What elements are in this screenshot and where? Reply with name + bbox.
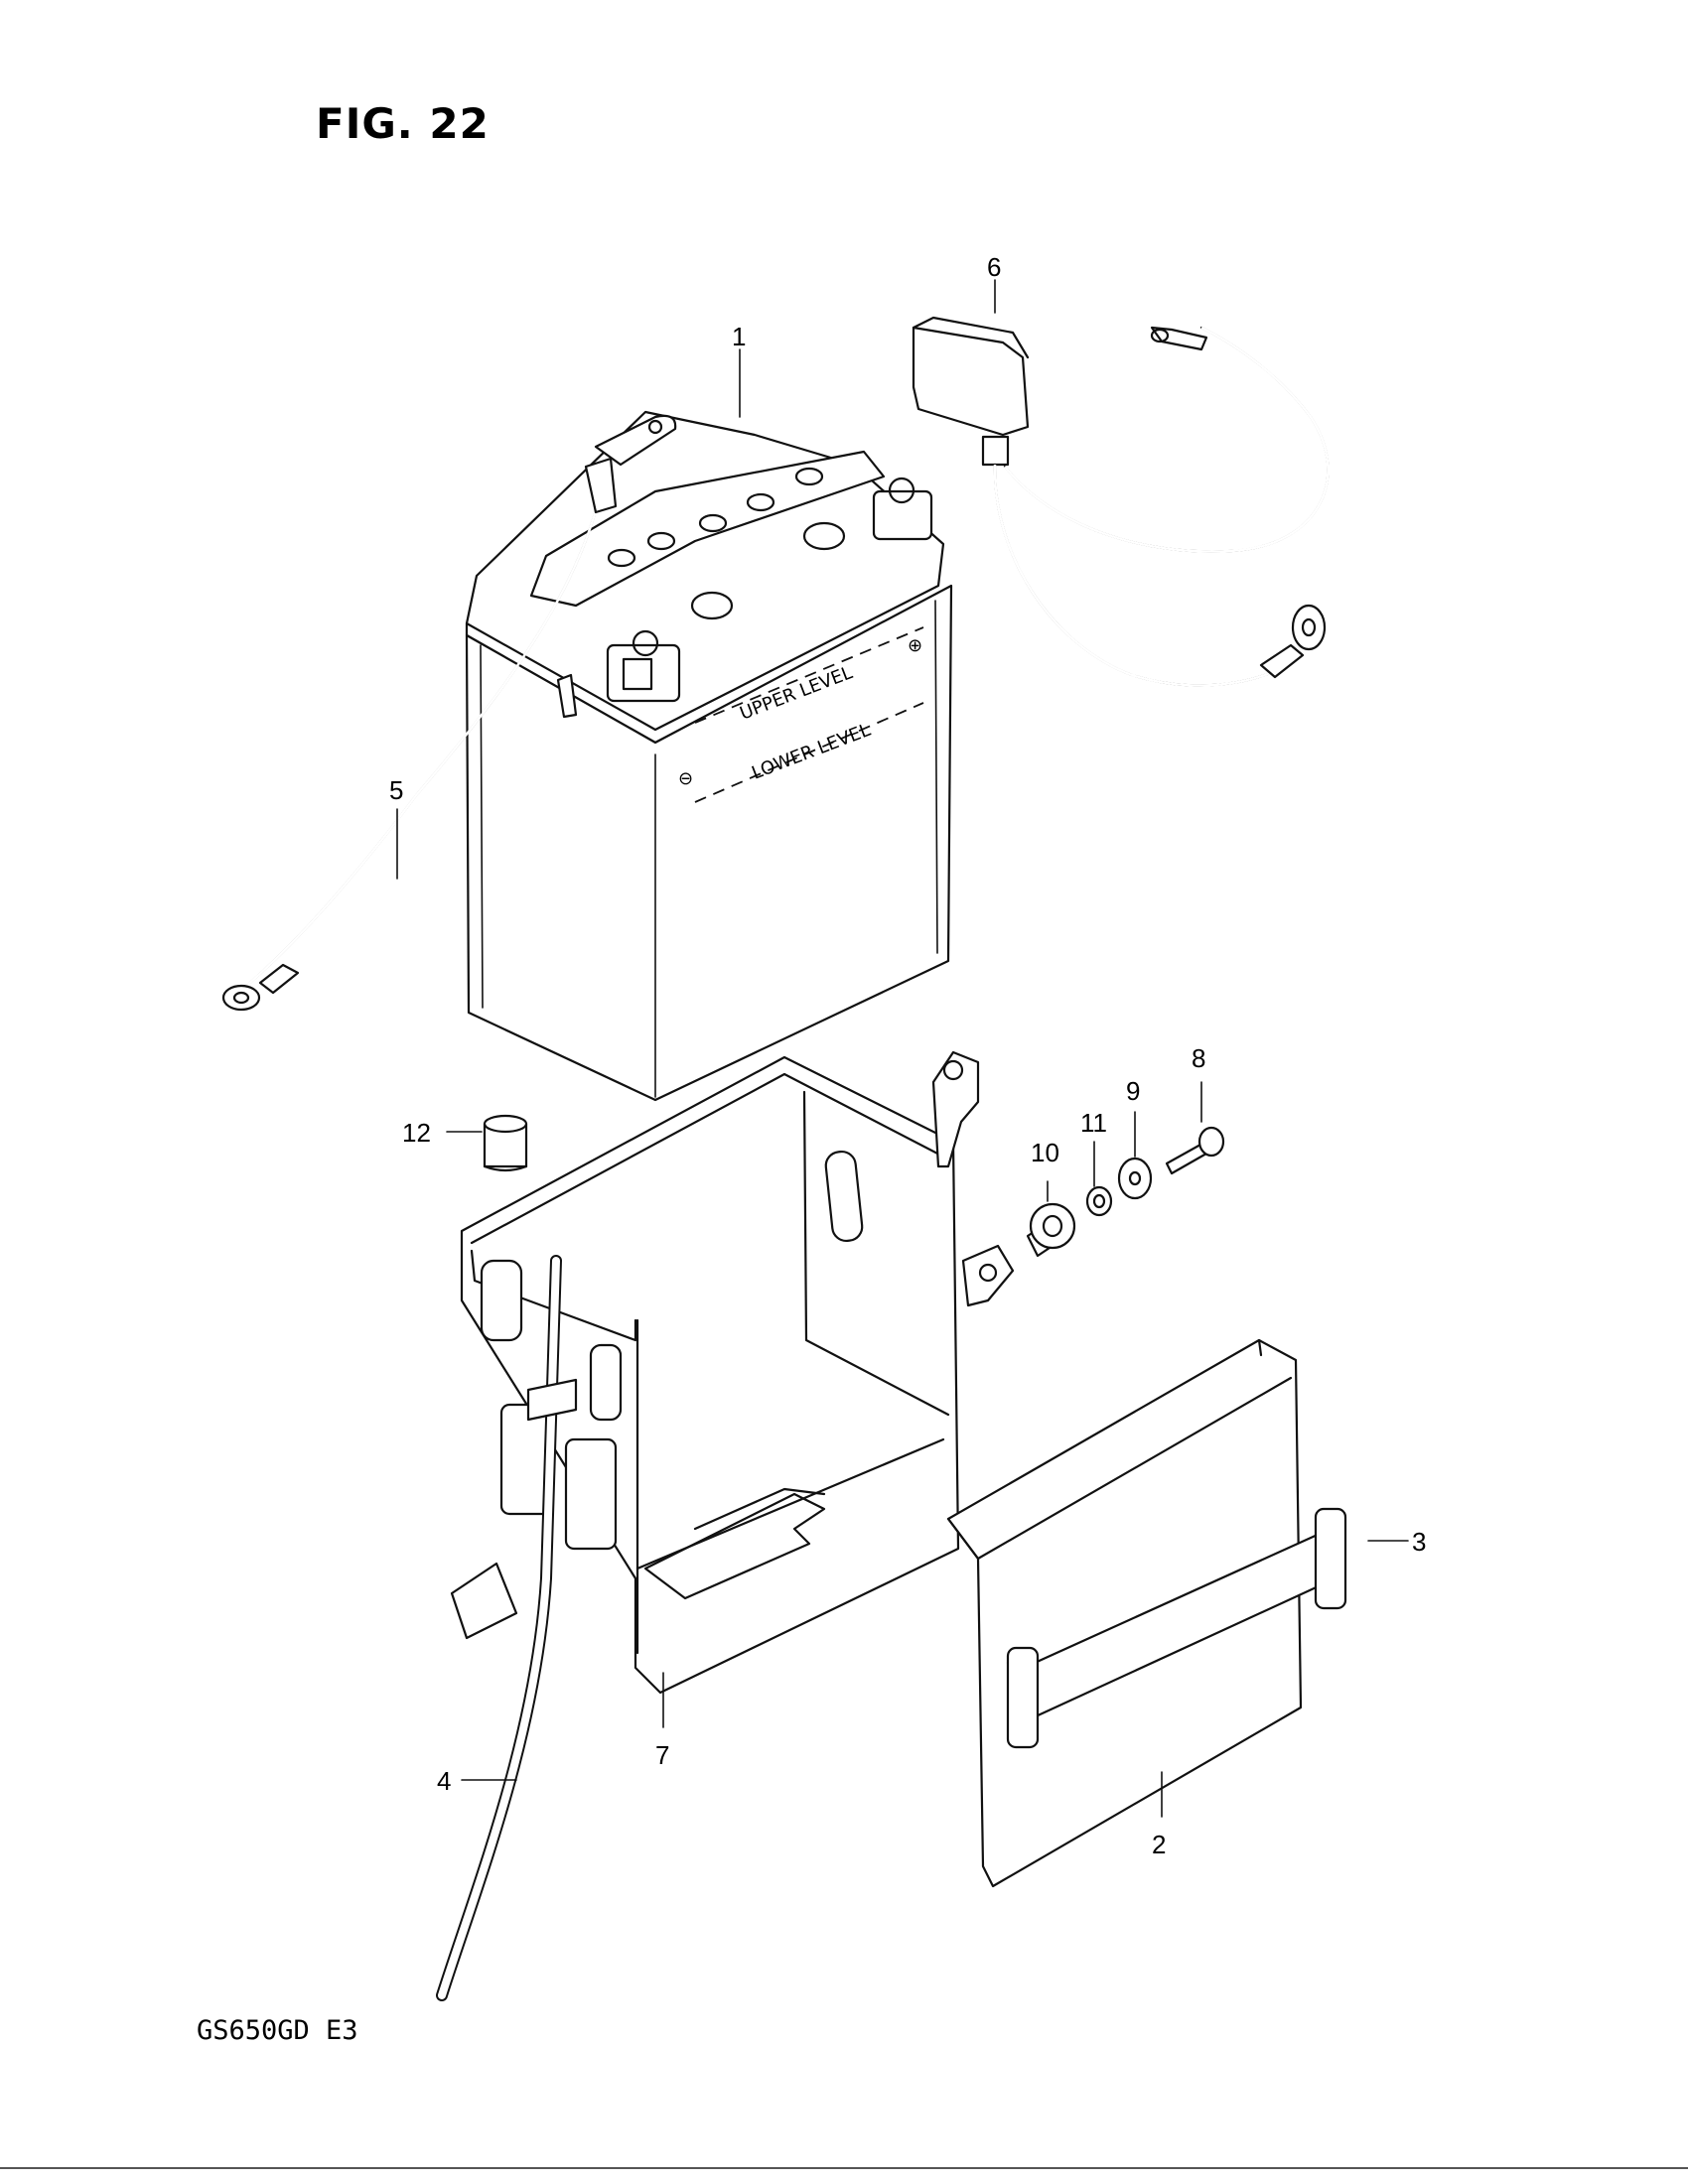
spacer (1085, 1185, 1113, 1217)
figure-title: FIG. 22 (316, 99, 490, 148)
leader-lines (396, 279, 1409, 1818)
battery-band (1006, 1507, 1347, 1749)
callout-6: 6 (987, 252, 1001, 282)
breather-hose (436, 1255, 578, 2001)
battery-holder (450, 1050, 1015, 1695)
washer (1117, 1157, 1153, 1200)
starter-relay-lead (912, 316, 1330, 687)
callout-1: 1 (732, 322, 746, 351)
battery-cover (946, 1338, 1303, 1888)
callout-10: 10 (1031, 1138, 1059, 1167)
callout-12: 12 (402, 1118, 431, 1148)
plus-symbol: ⊕ (908, 635, 922, 656)
breather-cap (483, 1114, 528, 1172)
callout-4: 4 (437, 1766, 451, 1796)
callout-2: 2 (1152, 1830, 1166, 1859)
callout-8: 8 (1192, 1043, 1205, 1073)
model-code: GS650GD E3 (197, 2015, 358, 2046)
callout-11: 11 (1080, 1108, 1107, 1138)
battery-negative-cable (221, 414, 677, 1012)
page-bottom-rule (0, 2167, 1688, 2169)
cushion-grommet (1026, 1202, 1076, 1258)
callout-9: 9 (1126, 1076, 1140, 1106)
minus-symbol: ⊖ (678, 768, 693, 789)
callout-3: 3 (1412, 1527, 1426, 1557)
mounting-bolt (1165, 1126, 1225, 1175)
callout-5: 5 (389, 775, 403, 805)
battery: UPPER LEVEL LOWER LEVEL ⊕ ⊖ (465, 410, 953, 1102)
callout-7: 7 (655, 1740, 669, 1770)
